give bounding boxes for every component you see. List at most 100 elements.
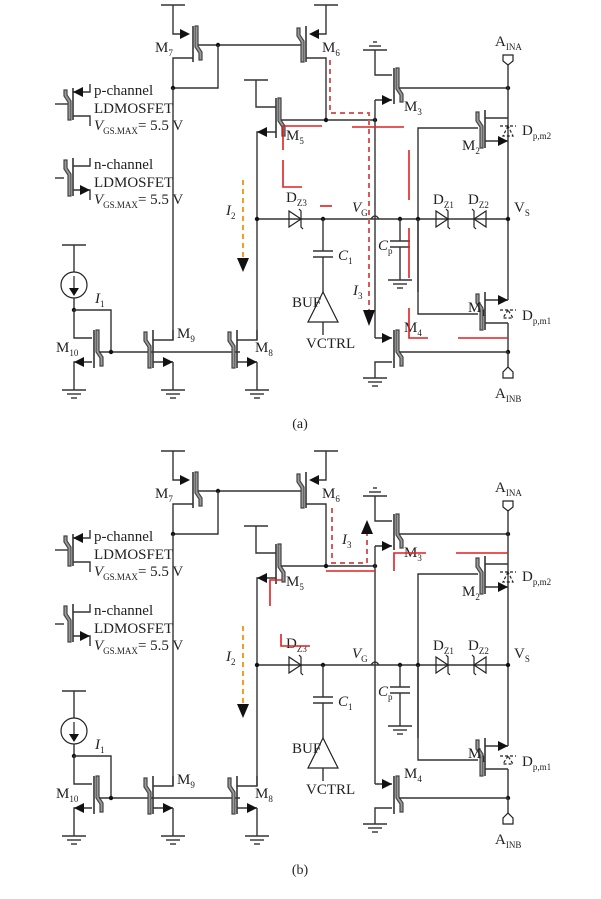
ground-icon bbox=[245, 389, 269, 399]
transistor-m4 bbox=[393, 775, 404, 814]
cp-subscript: p bbox=[388, 246, 393, 256]
arrow-icon bbox=[74, 803, 84, 813]
junction-dot bbox=[108, 795, 114, 801]
i2-symbol: I bbox=[225, 203, 232, 219]
m1-label: M1 bbox=[468, 746, 486, 764]
gate-plate bbox=[143, 777, 152, 815]
wire bbox=[237, 776, 258, 787]
dz2-label: DZ2 bbox=[468, 638, 489, 656]
zener-diode-dz2-icon bbox=[472, 655, 487, 675]
arrow-icon bbox=[382, 779, 392, 789]
highlight-dz3 bbox=[280, 634, 310, 647]
m6-label: M6 bbox=[322, 486, 340, 504]
wire bbox=[306, 57, 327, 120]
vgs-value: = 5.5 V bbox=[138, 564, 183, 580]
vs-symbol: V bbox=[514, 200, 525, 216]
m8-symbol: M bbox=[255, 786, 268, 802]
current-i3-arrow-icon bbox=[363, 310, 375, 326]
gate-plate bbox=[395, 329, 404, 367]
cp-label: Cp bbox=[378, 684, 393, 702]
arrow-icon bbox=[498, 741, 508, 751]
legend-p-vgs-label: VGS.MAX= 5.5 V bbox=[94, 118, 183, 136]
i2-label: I2 bbox=[225, 203, 236, 221]
dpm2-label: Dp,m2 bbox=[522, 569, 551, 587]
m2-label: M2 bbox=[462, 138, 480, 156]
transistor-m10 bbox=[93, 329, 104, 368]
wire bbox=[73, 115, 91, 126]
aina-subscript: INA bbox=[506, 488, 522, 498]
wire bbox=[153, 776, 174, 787]
m3-symbol: M bbox=[404, 99, 417, 115]
dz1-subscript: Z1 bbox=[444, 646, 454, 656]
dz1-symbol: D bbox=[433, 192, 444, 208]
wire bbox=[73, 756, 92, 785]
m4-symbol: M bbox=[404, 320, 417, 336]
dpm1-subscript: p,m1 bbox=[533, 316, 551, 326]
i3-label: I3 bbox=[352, 283, 363, 301]
legend-n-channel-label: n-channel bbox=[94, 603, 153, 619]
aina-subscript: INA bbox=[506, 42, 522, 52]
vgs-symbol: V bbox=[94, 638, 105, 654]
gate-plate bbox=[296, 473, 305, 509]
gate-plate bbox=[95, 329, 104, 367]
transistor-m7 bbox=[192, 471, 203, 508]
m6-subscript: 6 bbox=[335, 48, 340, 58]
aina-symbol: A bbox=[495, 480, 506, 496]
wire bbox=[153, 330, 174, 341]
legend-p-channel-label: p-channel bbox=[94, 83, 153, 99]
m1-subscript: 1 bbox=[481, 308, 486, 318]
arrow-icon bbox=[382, 333, 392, 343]
legend-pmos-symbol bbox=[63, 88, 74, 121]
dz2-symbol: D bbox=[468, 192, 479, 208]
dz3-symbol: D bbox=[286, 636, 297, 652]
wire bbox=[172, 57, 193, 88]
ground-icon bbox=[161, 835, 185, 845]
m6-subscript: 6 bbox=[335, 494, 340, 504]
transistor-m3 bbox=[393, 513, 404, 550]
cp-symbol: C bbox=[378, 238, 389, 254]
cp-label: Cp bbox=[378, 238, 393, 256]
zener-diode-dz3-icon bbox=[288, 209, 303, 229]
wire bbox=[255, 526, 276, 554]
m3-label: M3 bbox=[404, 99, 422, 117]
arrow-icon bbox=[180, 475, 190, 485]
ground-icon bbox=[363, 377, 387, 387]
wire bbox=[417, 219, 478, 315]
zener-diode-dz1-icon bbox=[435, 655, 450, 675]
vs-symbol: V bbox=[514, 646, 525, 662]
dpm2-subscript: p,m2 bbox=[533, 131, 551, 141]
arrow-icon bbox=[498, 136, 508, 146]
m1-symbol: M bbox=[468, 746, 481, 762]
i3-subscript: 3 bbox=[347, 540, 352, 550]
gate-plate bbox=[475, 293, 484, 331]
current-source-arrow-icon bbox=[69, 734, 79, 742]
wire bbox=[256, 131, 276, 340]
gate-plate bbox=[395, 513, 404, 549]
m10-label: M10 bbox=[56, 786, 79, 804]
arrow-icon bbox=[180, 29, 190, 39]
transistor-m4 bbox=[393, 329, 404, 368]
dz1-label: DZ1 bbox=[433, 638, 454, 656]
c1-subscript: 1 bbox=[348, 256, 353, 266]
arrow-icon bbox=[80, 185, 90, 195]
transistor-m2 bbox=[475, 556, 486, 595]
gate-plate bbox=[475, 111, 484, 149]
m6-symbol: M bbox=[322, 40, 335, 56]
vgs-symbol: V bbox=[94, 118, 105, 134]
m1-subscript: 1 bbox=[481, 754, 486, 764]
c1-symbol: C bbox=[338, 694, 349, 710]
panel-caption: (a) bbox=[292, 417, 308, 432]
m8-subscript: 8 bbox=[268, 794, 273, 804]
m5-subscript: 5 bbox=[299, 582, 304, 592]
m7-symbol: M bbox=[155, 40, 168, 56]
m9-subscript: 9 bbox=[190, 334, 195, 344]
wire bbox=[374, 496, 392, 522]
gate-plate bbox=[277, 543, 286, 583]
pad-ainb-icon bbox=[502, 366, 514, 379]
buf-label: BUF bbox=[292, 295, 321, 311]
legend-nmos-symbol bbox=[63, 158, 74, 197]
m9-symbol: M bbox=[177, 326, 190, 342]
legend-nmos-symbol bbox=[63, 604, 74, 643]
arrow-icon bbox=[247, 803, 257, 813]
